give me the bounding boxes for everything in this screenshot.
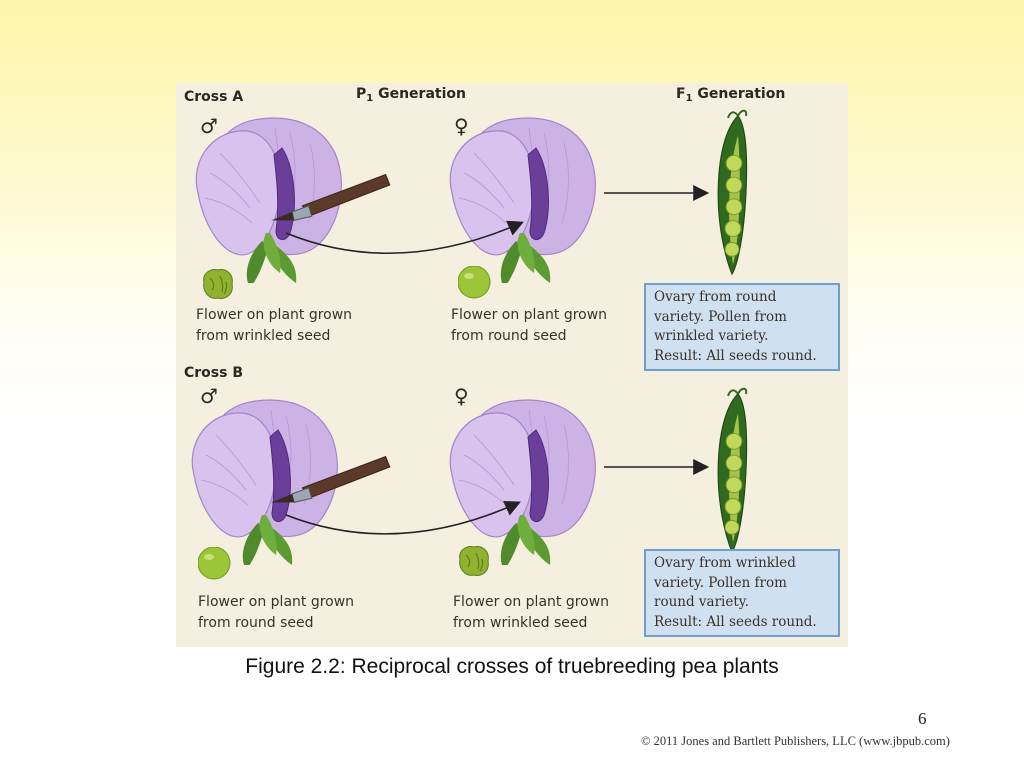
arrow-icon xyxy=(285,185,710,535)
copyright-notice: © 2011 Jones and Bartlett Publishers, LL… xyxy=(641,734,950,748)
cross-b-label: Cross B xyxy=(184,365,244,381)
f1-generation-header: F1 Generation xyxy=(676,86,786,104)
figure-panel: Cross A P1 Generation F1 Generation Cros… xyxy=(176,83,848,647)
cross-a-label: Cross A xyxy=(184,89,244,105)
male-symbol: ♂ xyxy=(200,114,218,138)
cross-b-result-box: Ovary from wrinkled variety. Pollen from… xyxy=(644,549,840,637)
cross-a-result-box: Ovary from round variety. Pollen from wr… xyxy=(644,283,840,371)
male-symbol: ♂ xyxy=(200,384,218,408)
page-number: 6 xyxy=(918,709,927,728)
female-symbol: ♀ xyxy=(454,114,469,138)
female-symbol: ♀ xyxy=(454,384,469,408)
figure-caption: Figure 2.2: Reciprocal crosses of truebr… xyxy=(245,655,779,678)
p1-generation-header: P1 Generation xyxy=(356,86,466,104)
